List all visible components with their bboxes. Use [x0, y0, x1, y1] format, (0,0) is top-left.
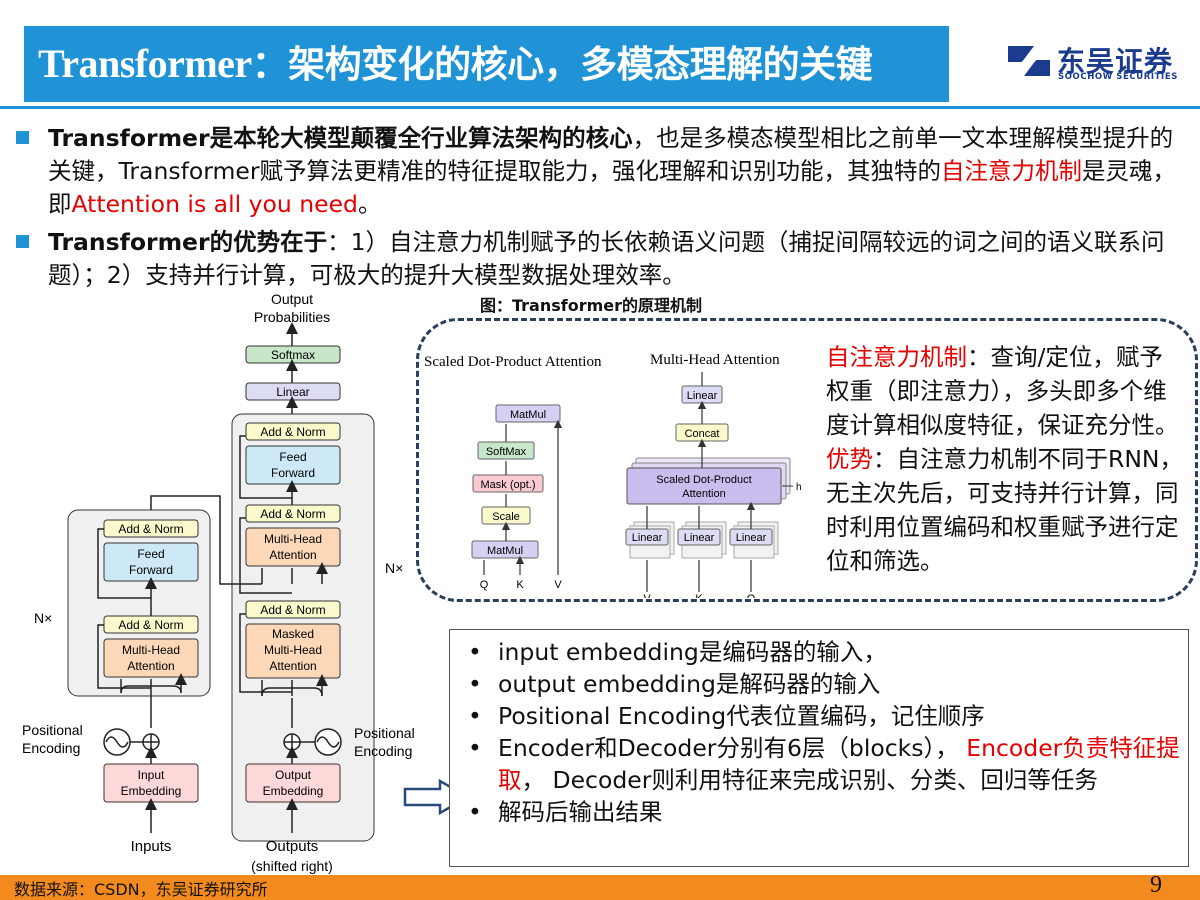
svg-text:Encoding: Encoding [354, 743, 412, 759]
svg-text:Add & Norm: Add & Norm [260, 603, 325, 617]
positional-encoding-label: Positional [354, 725, 415, 741]
decoder-nx-label: N× [385, 560, 403, 576]
bullet-paragraph-2: Transformer的优势在于：1）自注意力机制赋予的长依赖语义问题（捕捉间隔… [48, 228, 1165, 289]
svg-text:K: K [516, 579, 524, 591]
encoder-highlight: Encoder负责特征提取 [498, 734, 1180, 794]
masked-multi-head-attention-block [245, 623, 341, 679]
svg-text:Embedding: Embedding [263, 784, 324, 798]
svg-text:Multi-Head: Multi-Head [264, 532, 322, 546]
self-attention-highlight: 自注意力机制 [941, 157, 1083, 185]
svg-text:Attention: Attention [269, 548, 316, 562]
add-norm-block [245, 422, 341, 441]
svg-text:Attention: Attention [269, 659, 316, 673]
svg-text:Masked: Masked [272, 627, 314, 641]
mha-title: Multi-Head Attention [650, 352, 780, 368]
svg-text:Q: Q [480, 579, 489, 591]
svg-text:Linear: Linear [687, 390, 718, 402]
bullet-square-icon [16, 131, 29, 144]
svg-text:MatMul: MatMul [510, 409, 546, 421]
svg-text:Attention: Attention [127, 659, 174, 673]
logo-subtitle: SOOCHOW SECURITIES [1058, 72, 1178, 82]
list-item: •output embedding是解码器的输入 [468, 670, 881, 698]
list-item: •解码后输出结果 [468, 798, 663, 826]
svg-text:Linear: Linear [632, 532, 663, 544]
svg-text:Add & Norm: Add & Norm [260, 507, 325, 521]
mask-block [472, 474, 544, 493]
inputs-label: Inputs [131, 838, 172, 855]
output-probabilities-label: Probabilities [254, 309, 330, 325]
logo-name: 东吴证券 [1057, 45, 1174, 78]
matmul-block [495, 404, 561, 423]
svg-text:Attention: Attention [682, 488, 725, 500]
svg-text:Add & Norm: Add & Norm [118, 522, 183, 536]
transformer-architecture-diagram: Output Probabilities Softmax Linear Add … [22, 291, 415, 874]
svg-text:Scale: Scale [492, 511, 520, 523]
self-attention-annotation: 自注意力机制：查询/定位，赋予权重（即注意力），多头即多个维度计算相似度特征，保… [826, 343, 1183, 575]
add-norm-block [245, 504, 341, 523]
multi-head-attention-block [245, 527, 341, 567]
svg-text:Concat: Concat [685, 428, 720, 440]
svg-text:Encoding: Encoding [22, 740, 80, 756]
svg-text:Linear: Linear [736, 532, 767, 544]
advantage-label: 优势 [826, 445, 873, 473]
svg-text:Softmax: Softmax [271, 348, 315, 362]
svg-text:Input: Input [138, 768, 165, 782]
svg-text:V: V [554, 579, 562, 591]
svg-text:Output: Output [275, 768, 312, 782]
soochow-logo-icon [1008, 46, 1050, 76]
attention-diagrams: Scaled Dot-Product Attention MatMul Soft… [424, 352, 802, 598]
svg-text:Feed: Feed [137, 547, 164, 561]
info-box [449, 629, 1189, 867]
bullet-paragraph-1: Transformer是本轮大模型颠覆全行业算法架构的核心，也是多模态模型相比之… [48, 124, 1177, 218]
page-title: Transformer：架构变化的核心，多模态理解的关键 [24, 26, 949, 102]
positional-encoding-label: Positional [22, 722, 83, 738]
svg-text:Linear: Linear [684, 532, 715, 544]
outputs-label: Outputs [266, 838, 319, 855]
svg-text:Multi-Head: Multi-Head [122, 643, 180, 657]
svg-text:Q: Q [747, 593, 756, 598]
svg-text:Scaled Dot-Product: Scaled Dot-Product [656, 474, 751, 486]
scaled-dot-product-block [626, 467, 782, 505]
svg-text:h: h [796, 482, 802, 493]
svg-text:(shifted right): (shifted right) [251, 858, 333, 874]
svg-text:Feed: Feed [279, 450, 306, 464]
list-item: •input embedding是编码器的输入， [468, 638, 887, 666]
multi-head-attention-block [103, 638, 199, 678]
svg-text:Forward: Forward [271, 466, 315, 480]
footer-bar [0, 875, 1200, 900]
encoder-nx-label: N× [34, 610, 52, 626]
bullet-2-bold: Transformer的优势在于 [48, 228, 328, 256]
svg-text:Add & Norm: Add & Norm [260, 425, 325, 439]
figure-caption: 图：Transformer的原理机制 [480, 296, 703, 315]
svg-text:Embedding: Embedding [121, 784, 182, 798]
self-attention-label: 自注意力机制 [826, 343, 967, 371]
bullet-square-icon [16, 235, 29, 248]
info-list: •input embedding是编码器的输入， •output embeddi… [466, 636, 1181, 828]
list-item: •Encoder和Decoder分别有6层（blocks）， Encoder负责… [468, 734, 1180, 794]
svg-text:MatMul: MatMul [487, 545, 523, 557]
attention-callout-box [416, 318, 1198, 602]
svg-text:SoftMax: SoftMax [486, 446, 527, 458]
svg-text:Multi-Head: Multi-Head [264, 643, 322, 657]
svg-text:Forward: Forward [129, 563, 173, 577]
sdpa-title: Scaled Dot-Product Attention [424, 354, 602, 370]
matmul-block [471, 540, 539, 559]
linear-projections: Linear Linear Linear [625, 521, 779, 559]
bullet-1-bold: Transformer是本轮大模型颠覆全行业算法架构的核心 [48, 124, 633, 152]
svg-text:Add & Norm: Add & Norm [118, 618, 183, 632]
page-number: 9 [1150, 872, 1162, 898]
list-item: •Positional Encoding代表位置编码，记住顺序 [468, 702, 985, 730]
add-norm-block [245, 600, 341, 619]
svg-text:K: K [695, 593, 703, 598]
svg-text:V: V [643, 593, 651, 598]
attention-highlight: Attention is all you need [71, 190, 358, 218]
svg-text:Linear: Linear [276, 385, 309, 399]
svg-text:Mask (opt.): Mask (opt.) [480, 479, 535, 491]
data-source: 数据来源：CSDN，东吴证券研究所 [14, 880, 268, 899]
output-probabilities-label: Output [271, 291, 313, 307]
title-divider [0, 106, 1200, 109]
